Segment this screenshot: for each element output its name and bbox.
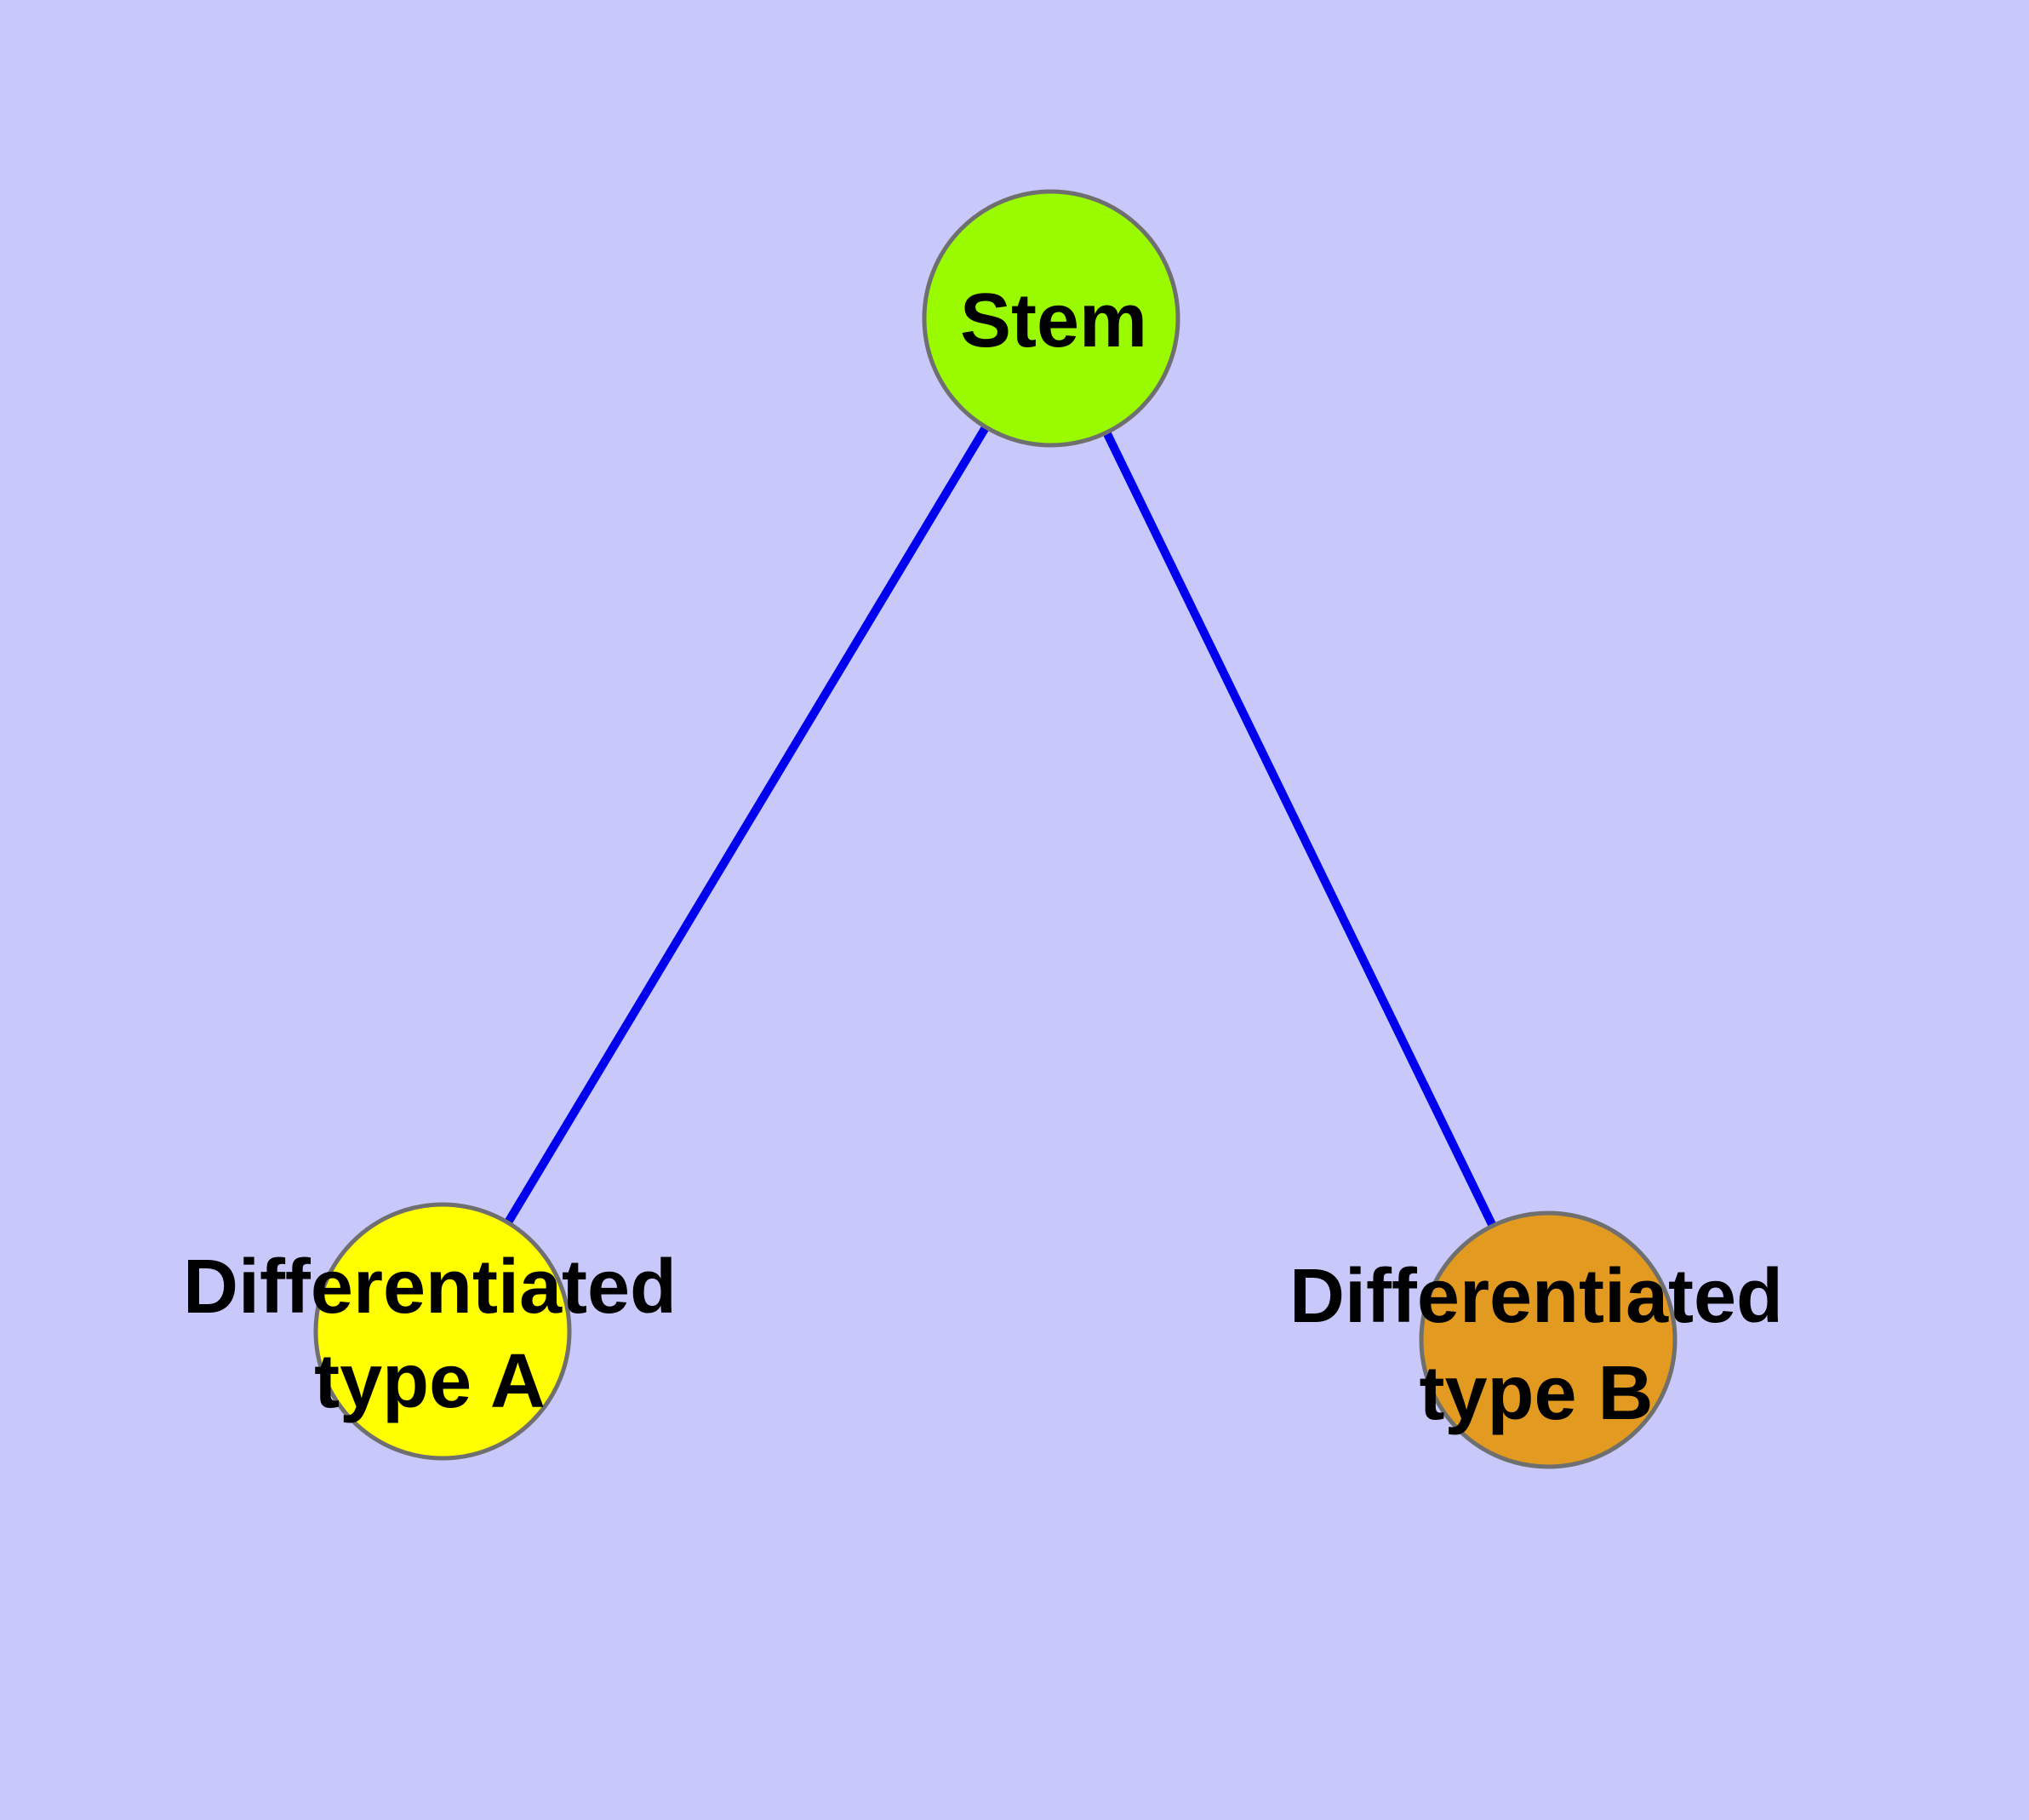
node-type-a-circle — [316, 1205, 569, 1458]
node-type-a-label-line2: type A — [314, 1339, 546, 1424]
node-type-a-label-line1: Differentiated — [183, 1245, 677, 1330]
node-type-b-label-line1: Differentiated — [1289, 1254, 1783, 1339]
edge-stem-to-type-a — [438, 316, 1055, 1334]
node-stem-border — [922, 189, 1180, 448]
node-stem-label: Stem — [960, 278, 1147, 363]
edge-stem-to-type-b — [1047, 316, 1552, 1342]
node-type-b-circle — [1421, 1213, 1675, 1467]
node-type-a-border — [313, 1202, 572, 1461]
node-type-b-border — [1419, 1210, 1677, 1469]
node-stem-circle — [924, 192, 1178, 445]
node-type-b-label-line2: type B — [1419, 1351, 1653, 1436]
